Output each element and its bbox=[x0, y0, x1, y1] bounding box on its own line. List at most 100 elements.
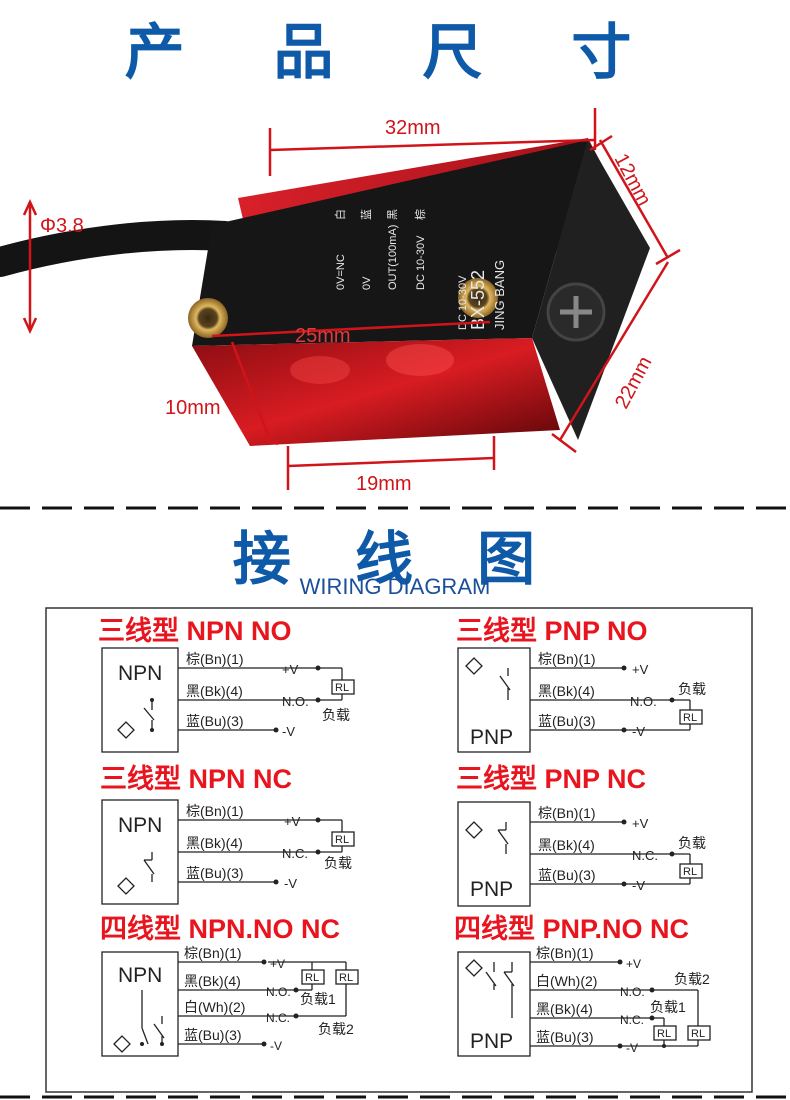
pnp-nonc-w2: 白(Wh)(2) bbox=[536, 973, 597, 989]
label-wire-black: 黑 bbox=[386, 209, 399, 220]
pnp-no-w2: 黑(Bk)(4) bbox=[538, 683, 595, 699]
npn-nonc-load2: 负载2 bbox=[318, 1021, 354, 1037]
cable bbox=[0, 220, 240, 277]
pnp-nonc-t2: N.O. bbox=[620, 985, 645, 999]
wiring-frame bbox=[45, 607, 753, 1093]
pnp-nonc-load1: 负载1 bbox=[650, 999, 686, 1015]
title-pnp-no: 三线型 PNP NO bbox=[456, 616, 648, 646]
wiring-title: 接 线 图 bbox=[232, 525, 558, 593]
section-divider-bottom bbox=[0, 1095, 790, 1099]
dimensions-title: 产 品 尺 寸 bbox=[124, 18, 666, 88]
pnp-nc-w2: 黑(Bk)(4) bbox=[538, 837, 595, 853]
label-term-brown: DC 10-30V bbox=[415, 235, 427, 290]
npn-nc-w3: 蓝(Bu)(3) bbox=[186, 865, 244, 881]
section-divider-top bbox=[0, 506, 790, 510]
npn-nc-t2: N.C. bbox=[282, 846, 308, 861]
npn-nc-t3: -V bbox=[284, 876, 297, 891]
wiring-subtitle: WIRING DIAGRAM bbox=[299, 574, 491, 599]
pnp-nonc-load2: 负载2 bbox=[674, 971, 710, 987]
dim-length: 32mm bbox=[385, 117, 441, 139]
npn-no-rl: RL bbox=[335, 682, 349, 694]
npn-nonc-w3: 白(Wh)(2) bbox=[184, 999, 245, 1015]
pnp-no-w3: 蓝(Bu)(3) bbox=[538, 713, 596, 729]
npn-no-box: NPN bbox=[118, 662, 162, 685]
title-pnp-nc: 三线型 PNP NC bbox=[456, 764, 646, 794]
label-term-blue: 0V bbox=[361, 276, 373, 290]
pnp-no-t2: N.O. bbox=[630, 694, 657, 709]
npn-no-w2: 黑(Bk)(4) bbox=[186, 683, 243, 699]
label-term-white: 0V=NC bbox=[335, 254, 347, 290]
pnp-nc-box: PNP bbox=[470, 878, 513, 901]
pnp-nonc-w1: 棕(Bn)(1) bbox=[536, 945, 594, 961]
pnp-nc-rl: RL bbox=[683, 866, 697, 878]
diagram-pnp-no bbox=[457, 647, 703, 753]
npn-nonc-rl2: RL bbox=[339, 972, 353, 984]
title-npn-no: 三线型 NPN NO bbox=[98, 616, 292, 646]
diagram-npn-nonc bbox=[101, 951, 359, 1057]
pnp-nonc-rl2: RL bbox=[691, 1028, 705, 1040]
dim-lens-height: 10mm bbox=[165, 397, 221, 419]
npn-nonc-load1: 负载1 bbox=[300, 991, 336, 1007]
mounting-hole-left bbox=[188, 298, 228, 338]
npn-no-t1: +V bbox=[282, 662, 299, 677]
pnp-nc-t3: -V bbox=[632, 878, 645, 893]
label-wire-blue: 蓝 bbox=[360, 209, 373, 220]
npn-nonc-t3: N.C. bbox=[266, 1011, 290, 1025]
dim-lens-width: 19mm bbox=[356, 473, 412, 495]
pnp-nonc-t3: N.C. bbox=[620, 1013, 644, 1027]
pnp-no-box: PNP bbox=[470, 726, 513, 749]
pnp-nonc-w3: 黑(Bk)(4) bbox=[536, 1001, 593, 1017]
npn-nc-rl: RL bbox=[335, 834, 349, 846]
pnp-nc-w3: 蓝(Bu)(3) bbox=[538, 867, 596, 883]
dim-height: 22mm bbox=[611, 353, 657, 412]
npn-no-w1: 棕(Bn)(1) bbox=[186, 651, 244, 667]
pnp-no-rl: RL bbox=[683, 712, 697, 724]
pnp-nonc-t1: +V bbox=[626, 957, 641, 971]
npn-nonc-t1: +V bbox=[270, 957, 285, 971]
npn-nc-t1: +V bbox=[284, 814, 301, 829]
npn-no-t2: N.O. bbox=[282, 694, 309, 709]
npn-no-w3: 蓝(Bu)(3) bbox=[186, 713, 244, 729]
diagram-pnp-nonc bbox=[457, 951, 711, 1057]
diagram-npn-nc bbox=[101, 799, 355, 905]
npn-nonc-w1: 棕(Bn)(1) bbox=[184, 945, 242, 961]
sensor-lens bbox=[192, 338, 560, 446]
mounting-hole-right bbox=[458, 278, 498, 318]
npn-no-t3: -V bbox=[282, 724, 295, 739]
dim-cable: Φ3.8 bbox=[40, 215, 84, 237]
pnp-no-w1: 棕(Bn)(1) bbox=[538, 651, 596, 667]
pnp-no-t3: -V bbox=[632, 724, 645, 739]
pnp-nonc-box: PNP bbox=[470, 1030, 513, 1053]
npn-nonc-box: NPN bbox=[118, 964, 162, 987]
title-npn-nc: 三线型 NPN NC bbox=[100, 764, 292, 794]
label-term-black: OUT(100mA) bbox=[387, 225, 399, 290]
pnp-nc-t2: N.C. bbox=[632, 848, 658, 863]
label-supply: DC 10-30V bbox=[457, 275, 469, 330]
npn-nonc-t4: -V bbox=[270, 1039, 282, 1053]
pnp-nonc-rl1: RL bbox=[657, 1028, 671, 1040]
npn-nc-w2: 黑(Bk)(4) bbox=[186, 835, 243, 851]
label-wire-white: 白 bbox=[333, 209, 347, 220]
pnp-nc-load: 负载 bbox=[678, 835, 706, 851]
label-wire-brown: 棕 bbox=[413, 209, 427, 220]
npn-nonc-rl1: RL bbox=[305, 972, 319, 984]
diagram-pnp-nc bbox=[457, 801, 703, 907]
pnp-no-t1: +V bbox=[632, 662, 649, 677]
diagram-npn-no bbox=[101, 647, 355, 753]
pnp-no-load: 负载 bbox=[678, 681, 706, 697]
npn-no-load: 负载 bbox=[322, 707, 350, 723]
npn-nonc-t2: N.O. bbox=[266, 985, 291, 999]
pnp-nc-t1: +V bbox=[632, 816, 649, 831]
pnp-nonc-t4: -V bbox=[626, 1041, 638, 1055]
npn-nonc-w4: 蓝(Bu)(3) bbox=[184, 1027, 242, 1043]
label-model: BX-552 bbox=[468, 270, 488, 330]
npn-nc-w1: 棕(Bn)(1) bbox=[186, 803, 244, 819]
pnp-nc-w1: 棕(Bn)(1) bbox=[538, 805, 596, 821]
title-pnp-nonc: 四线型 PNP.NO NC bbox=[454, 914, 689, 944]
npn-nc-load: 负载 bbox=[324, 855, 352, 871]
npn-nonc-w2: 黑(Bk)(4) bbox=[184, 973, 241, 989]
pnp-nonc-w4: 蓝(Bu)(3) bbox=[536, 1029, 594, 1045]
npn-nc-box: NPN bbox=[118, 814, 162, 837]
dim-hole-spacing: 25mm bbox=[295, 325, 351, 347]
